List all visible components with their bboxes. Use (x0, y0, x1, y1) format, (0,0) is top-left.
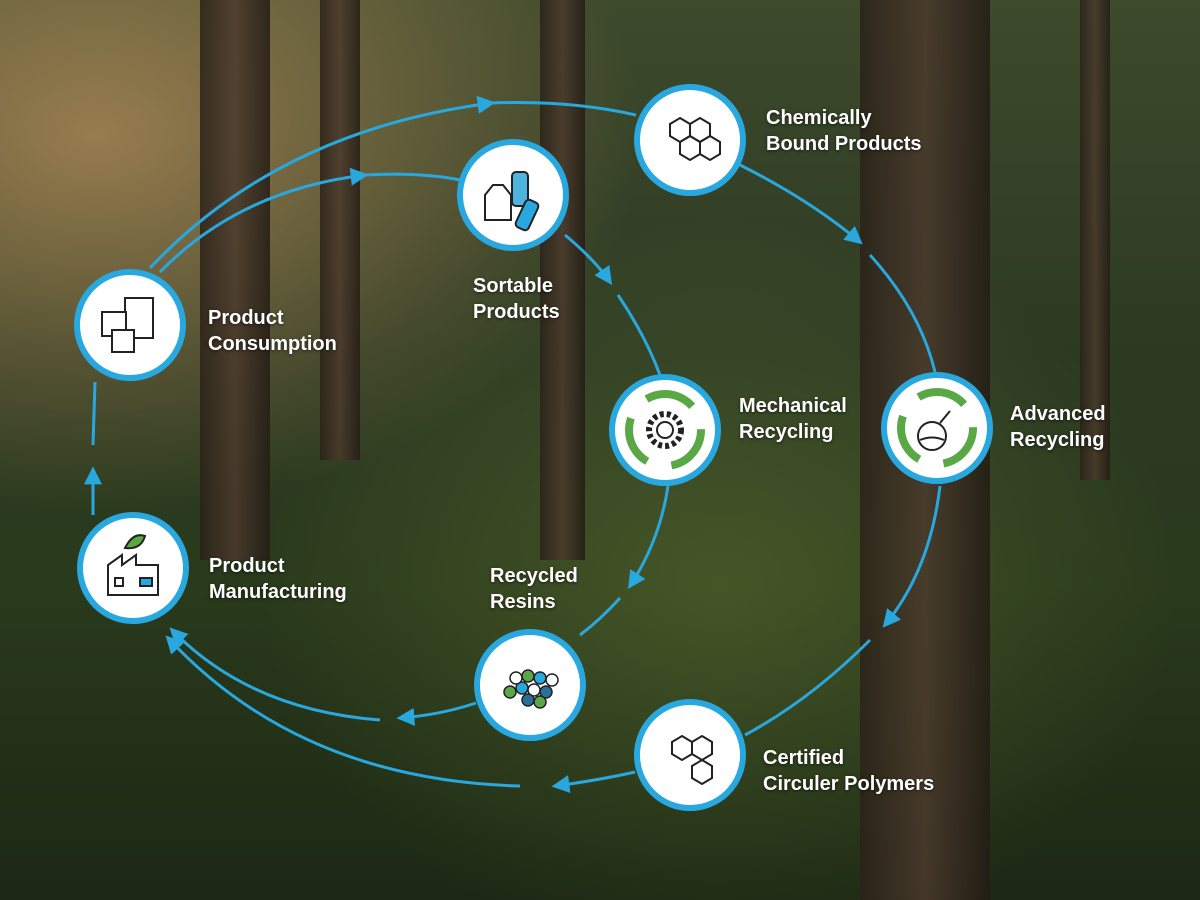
label-line: Recycled (490, 565, 578, 587)
background-tree (540, 0, 585, 560)
arrow-consumption-to-sortable (158, 167, 369, 274)
node-consumption (74, 269, 186, 381)
background-tree (200, 0, 270, 560)
label-line: Mechanical (739, 395, 847, 417)
recycle-arrows-icon (625, 390, 705, 470)
node-sortable (457, 139, 569, 251)
node-mechanical (609, 374, 721, 486)
label-line: Recycling (1010, 429, 1105, 451)
arrow-sortable-to-mechanical (564, 233, 613, 285)
label-line: Products (473, 301, 560, 323)
label-line: Consumption (208, 333, 337, 355)
arrow-certified-to-manufacturing-tail (165, 635, 521, 788)
recycle-arrows-icon (897, 388, 977, 468)
arrow-manufacturing-to-consumption-tail (91, 381, 97, 446)
bottles-bag-icon (484, 171, 540, 232)
label-line: Chemically (766, 107, 872, 129)
hexagon-molecule-icon (669, 116, 721, 162)
factory-icon (107, 534, 159, 596)
label-line: Product (208, 307, 284, 329)
boxes-icon (101, 297, 154, 353)
arrow-chemical-to-advanced (739, 163, 863, 245)
node-manufacturing (77, 512, 189, 624)
label-line: Advanced (1010, 403, 1106, 425)
label-line: Circuler Polymers (763, 773, 935, 795)
label-line: Product (209, 555, 285, 577)
arrow-resins-to-manufacturing-tail (169, 627, 381, 722)
arrow-consumption-to-sortable-tail (364, 172, 461, 182)
arrow-resins-to-manufacturing (396, 701, 477, 726)
arrow-certified-to-manufacturing (551, 770, 636, 794)
label-line: Certified (763, 747, 845, 769)
background-tree (1080, 0, 1110, 480)
arrow-mechanical-to-resins-tail (579, 596, 622, 637)
arrow-chemical-to-advanced-tail (868, 253, 937, 373)
polymer-rings-icon (671, 734, 713, 786)
arrow-sortable-to-mechanical-tail (616, 294, 662, 376)
node-advanced (881, 372, 993, 484)
node-chemically-bound (634, 84, 746, 196)
label-line: Bound Products (766, 133, 922, 155)
resin-pellets-icon (503, 669, 559, 709)
label-line: Sortable (473, 275, 554, 297)
background-tree (320, 0, 360, 460)
gear-icon (646, 411, 684, 449)
arrow-advanced-to-certified-tail (744, 638, 872, 737)
node-certified (634, 699, 746, 811)
label-line: Resins (490, 591, 556, 613)
arrow-consumption-to-chemical-tail (491, 101, 637, 117)
label-line: Manufacturing (209, 581, 347, 603)
flow-arrows (84, 95, 942, 794)
arrow-advanced-to-certified (882, 485, 942, 628)
arrow-mechanical-to-resins (628, 485, 670, 590)
flask-icon (917, 410, 951, 451)
node-resins (474, 629, 586, 741)
label-line: Recycling (739, 421, 834, 443)
arrow-consumption-to-chemical (148, 95, 496, 270)
